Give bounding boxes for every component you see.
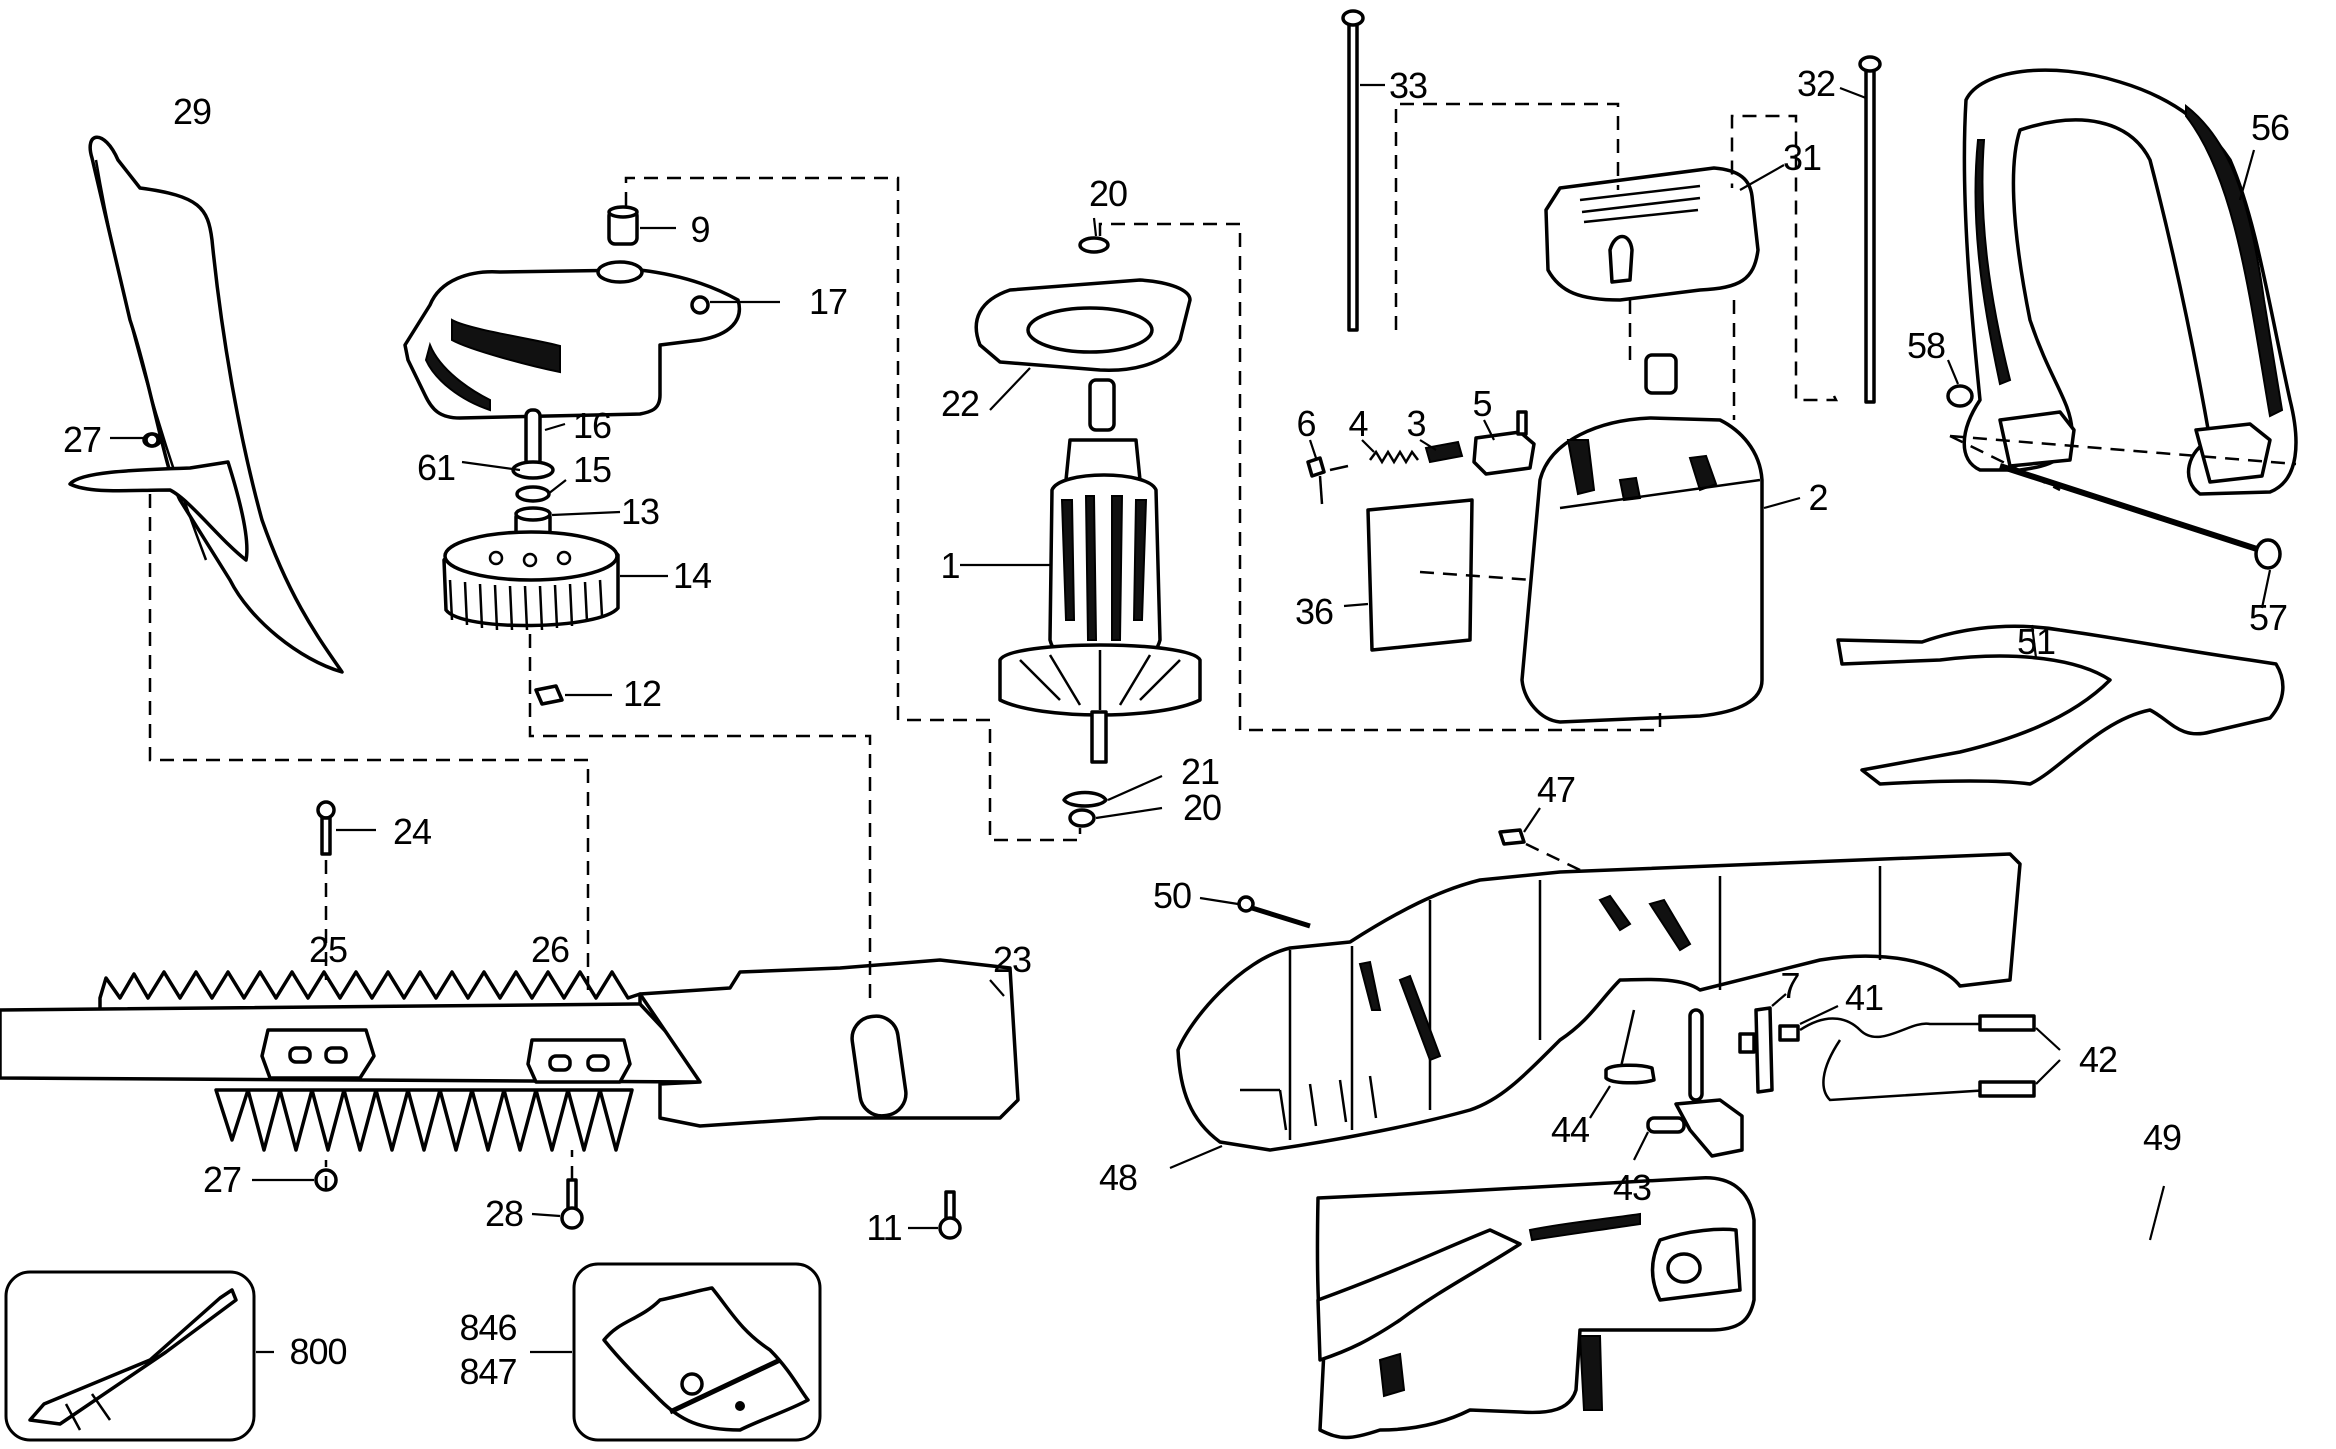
callout-20-top: 20 bbox=[1088, 173, 1128, 214]
brush-holder-part[interactable] bbox=[1472, 410, 1536, 476]
callout-25: 25 bbox=[308, 929, 348, 970]
callout-36: 36 bbox=[1294, 591, 1334, 632]
screw-24-part[interactable] bbox=[316, 800, 336, 856]
callout-42: 42 bbox=[2078, 1039, 2118, 1080]
baffle-part[interactable] bbox=[974, 278, 1192, 372]
kit-846-847-box[interactable] bbox=[572, 1262, 822, 1442]
callout-49: 49 bbox=[2142, 1117, 2182, 1158]
washer-top-part[interactable] bbox=[1078, 236, 1110, 254]
callout-14: 14 bbox=[672, 555, 712, 596]
callout-12: 12 bbox=[622, 673, 662, 714]
callout-21: 21 bbox=[1180, 751, 1220, 792]
callout-43: 43 bbox=[1612, 1167, 1652, 1208]
pin-part[interactable] bbox=[524, 408, 542, 468]
slide-block-part[interactable] bbox=[534, 684, 564, 706]
nut-part[interactable] bbox=[110, 432, 160, 448]
callout-1: 1 bbox=[940, 545, 960, 586]
blade-guard-part[interactable] bbox=[68, 135, 344, 674]
spring-44-part[interactable] bbox=[1604, 1009, 1656, 1085]
switch-trigger-part[interactable] bbox=[1646, 1008, 1744, 1158]
brush-part[interactable] bbox=[1424, 440, 1464, 464]
callout-13: 13 bbox=[620, 491, 660, 532]
callout-41: 41 bbox=[1844, 977, 1884, 1018]
callout-32: 32 bbox=[1796, 63, 1836, 104]
callout-44: 44 bbox=[1550, 1109, 1590, 1150]
callout-50: 50 bbox=[1152, 875, 1192, 916]
callout-24: 24 bbox=[392, 811, 432, 852]
callout-26: 26 bbox=[530, 929, 570, 970]
callout-33: 33 bbox=[1388, 65, 1428, 106]
handle-bracket-part[interactable] bbox=[1836, 624, 2285, 786]
long-screw-33-part[interactable] bbox=[1341, 9, 1365, 332]
housing-half-49-part[interactable] bbox=[1315, 1176, 1756, 1440]
callout-27-blade: 27 bbox=[202, 1159, 242, 1200]
handle-nut-part[interactable] bbox=[1946, 384, 1974, 408]
cord-set-kit-box[interactable] bbox=[4, 1270, 256, 1442]
label-47-part[interactable] bbox=[1498, 828, 1526, 846]
callout-9: 9 bbox=[690, 209, 710, 250]
screw-11-part[interactable] bbox=[938, 1190, 962, 1240]
callout-47: 47 bbox=[1536, 769, 1576, 810]
long-screw-32-part[interactable] bbox=[1858, 55, 1882, 404]
housing-half-48-part[interactable] bbox=[1176, 852, 2022, 1152]
callout-29: 29 bbox=[172, 91, 212, 132]
callout-5: 5 bbox=[1472, 383, 1492, 424]
callout-57: 57 bbox=[2248, 597, 2288, 638]
bearing-part[interactable] bbox=[607, 205, 639, 246]
switch-part[interactable] bbox=[1738, 1006, 1774, 1094]
assembly-guide-lines bbox=[148, 102, 1839, 1190]
washer-part[interactable] bbox=[511, 460, 555, 503]
callout-61: 61 bbox=[416, 447, 456, 488]
screw-50-part[interactable] bbox=[1237, 895, 1311, 929]
callout-56: 56 bbox=[2250, 107, 2290, 148]
nameplate-part[interactable] bbox=[1366, 498, 1474, 652]
callout-11: 11 bbox=[866, 1207, 902, 1248]
callout-16: 16 bbox=[572, 405, 612, 446]
callout-846: 846 bbox=[459, 1307, 517, 1348]
field-housing-part[interactable] bbox=[1520, 353, 1764, 724]
gear-part[interactable] bbox=[442, 530, 620, 631]
retaining-ring-part[interactable] bbox=[1062, 790, 1108, 808]
screw-28-part[interactable] bbox=[560, 1178, 584, 1230]
callout-2: 2 bbox=[1808, 477, 1828, 518]
callout-3: 3 bbox=[1406, 403, 1426, 444]
callout-31: 31 bbox=[1782, 137, 1822, 178]
handle-screw-part[interactable] bbox=[1999, 463, 2282, 570]
callout-4: 4 bbox=[1348, 403, 1368, 444]
armature-part[interactable] bbox=[998, 378, 1202, 764]
callout-15: 15 bbox=[572, 449, 612, 490]
spring-part[interactable] bbox=[1369, 449, 1419, 465]
callout-51: 51 bbox=[2016, 621, 2056, 662]
callout-23: 23 bbox=[992, 939, 1032, 980]
callout-22: 22 bbox=[940, 383, 980, 424]
callout-27-guard: 27 bbox=[62, 419, 102, 460]
callout-58: 58 bbox=[1906, 325, 1946, 366]
callout-48: 48 bbox=[1098, 1157, 1138, 1198]
callout-800: 800 bbox=[289, 1331, 347, 1372]
front-handle-part[interactable] bbox=[1962, 68, 2298, 496]
callout-20-bottom: 20 bbox=[1182, 787, 1222, 828]
brush-terminal-part[interactable] bbox=[1306, 456, 1349, 505]
callout-847: 847 bbox=[459, 1351, 517, 1392]
callout-17: 17 bbox=[808, 281, 848, 322]
washer-bottom-part[interactable] bbox=[1068, 808, 1096, 828]
terminal-leads-part[interactable] bbox=[1978, 1014, 2036, 1098]
wire-connector-part[interactable] bbox=[1778, 1017, 1991, 1102]
callout-6: 6 bbox=[1296, 403, 1316, 444]
callout-7: 7 bbox=[1780, 965, 1800, 1006]
gear-case-part[interactable] bbox=[403, 260, 742, 420]
end-cap-part[interactable] bbox=[1544, 166, 1760, 302]
blade-assembly-part[interactable] bbox=[0, 958, 1020, 1152]
callout-28: 28 bbox=[484, 1193, 524, 1234]
